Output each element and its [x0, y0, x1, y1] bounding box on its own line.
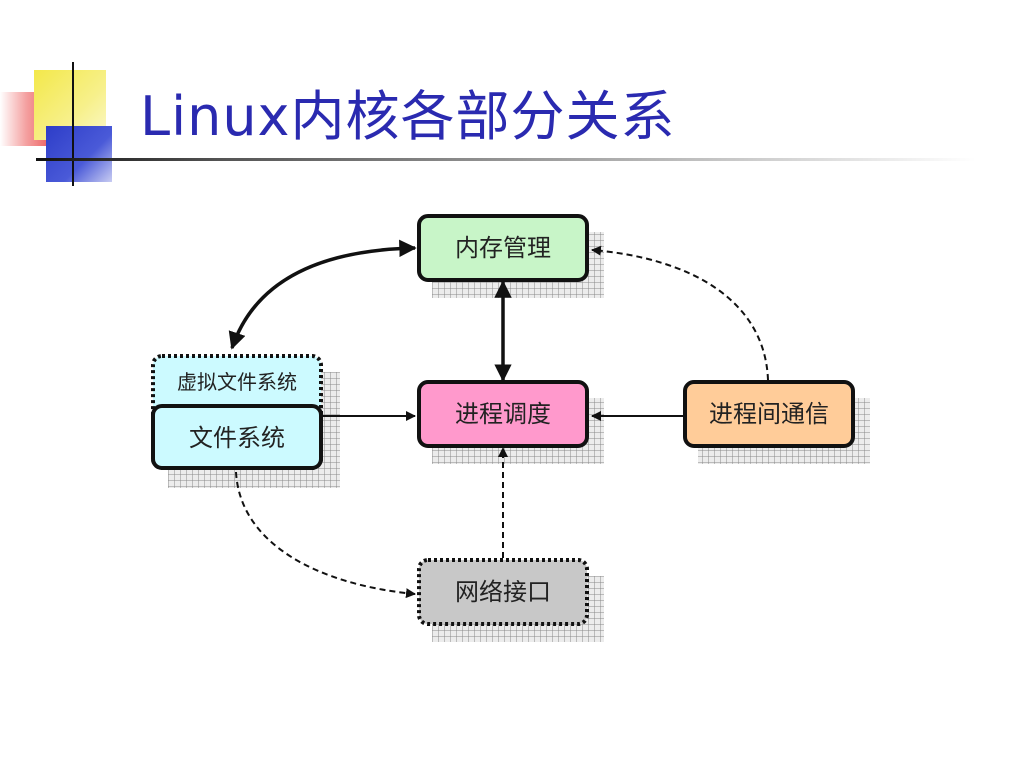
ipc-memory-arrow: [591, 245, 769, 381]
node-network-label: 网络接口: [455, 578, 551, 606]
node-memory-management: 内存管理: [417, 214, 589, 282]
node-file-system: 文件系统: [151, 404, 323, 470]
node-fs-label: 文件系统: [189, 424, 285, 452]
title-decoration-vertical-line: [72, 62, 74, 186]
slide-title: Linux内核各部分关系: [140, 85, 676, 148]
title-underline: [36, 158, 976, 161]
node-vfs-label: 虚拟文件系统: [177, 370, 297, 394]
node-scheduler-label: 进程调度: [455, 400, 551, 428]
node-memory-label: 内存管理: [455, 234, 551, 262]
title-decoration-blue: [46, 126, 112, 182]
memory-vfs-arrow: [228, 239, 417, 350]
fs-network-arrow: [235, 471, 416, 599]
node-ipc-label: 进程间通信: [709, 400, 829, 428]
node-ipc: 进程间通信: [683, 380, 855, 448]
node-network-interface: 网络接口: [417, 558, 589, 626]
node-process-scheduler: 进程调度: [417, 380, 589, 448]
connectors: [228, 239, 769, 599]
